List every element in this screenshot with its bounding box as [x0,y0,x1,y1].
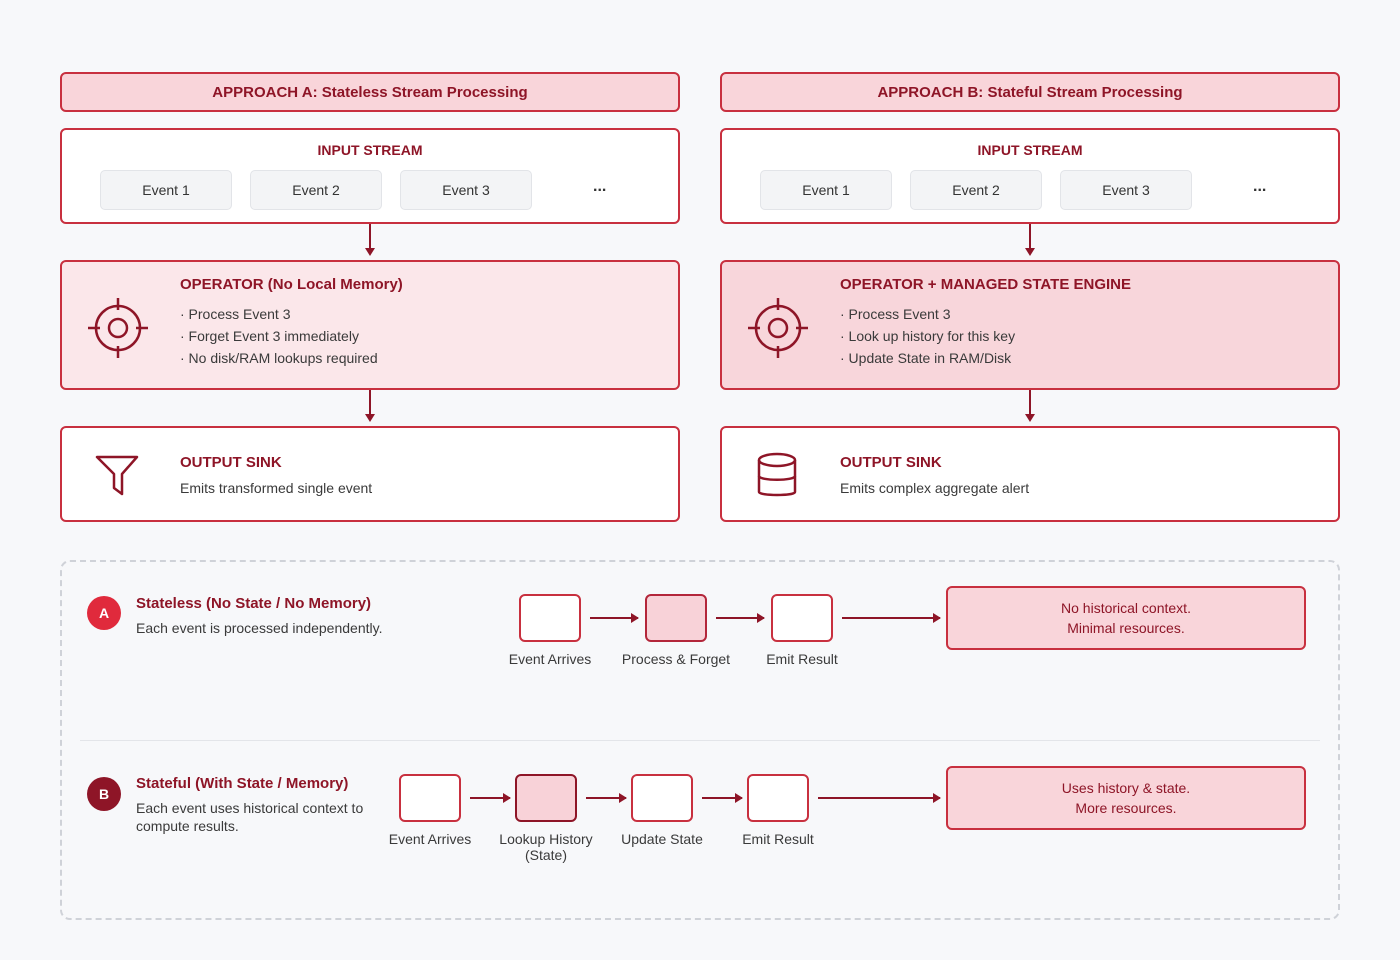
operator-bullet: · Process Event 3 [180,306,291,322]
more-events-ellipsis: ... [1253,178,1267,195]
flow-arrowhead [365,248,375,256]
step-label: Lookup History (State) [499,831,593,863]
step-label: Event Arrives [388,831,472,847]
approach-a-operator: OPERATOR (No Local Memory) · Process Eve… [60,260,680,390]
result-line: Uses history & state. [1061,780,1191,796]
event-chip: Event 3 [400,170,532,210]
event-chip: Event 1 [100,170,232,210]
step-label: Process & Forget [621,651,731,667]
stateless-badge: A [87,596,121,630]
step-update-state [631,774,693,822]
approach-b-input-stream: INPUT STREAM Event 1 Event 2 Event 3 ... [720,128,1340,224]
approach-b-header: APPROACH B: Stateful Stream Processing [720,72,1340,112]
output-desc: Emits transformed single event [180,480,373,496]
approach-a-input-stream: INPUT STREAM Event 1 Event 2 Event 3 ... [60,128,680,224]
stateful-badge: B [87,777,121,811]
event-chip: Event 1 [760,170,892,210]
event-chip: Event 3 [1060,170,1192,210]
step-arrow [470,793,511,803]
approach-a-header: APPROACH A: Stateless Stream Processing [60,72,680,112]
step-lookup-history [515,774,577,822]
more-events-ellipsis: ... [593,178,607,195]
step-emit-result [771,594,833,642]
step-arrow [716,613,765,623]
stateful-title: Stateful (With State / Memory) [136,775,349,792]
stateful-result-box: Uses history & state. More resources. [946,766,1306,830]
operator-bullet: · Look up history for this key [840,328,1016,344]
step-arrow [818,793,941,803]
event-chip: Event 2 [250,170,382,210]
flow-arrowhead [365,414,375,422]
step-event-arrives [519,594,581,642]
flow-connector [369,390,371,416]
stateless-result-box: No historical context. Minimal resources… [946,586,1306,650]
approach-a-output-sink: OUTPUT SINK Emits transformed single eve… [60,426,680,522]
step-label: Emit Result [766,651,838,667]
event-chip: Event 2 [910,170,1042,210]
approach-a-header-label: APPROACH A: Stateless Stream Processing [212,83,528,101]
row-divider [80,740,1320,741]
operator-bullet: · Process Event 3 [840,306,951,322]
crosshair-icon [86,296,150,365]
step-arrow [590,613,639,623]
operator-bullet: · Update State in RAM/Disk [840,350,1012,366]
step-emit-result [747,774,809,822]
approach-b-output-sink: OUTPUT SINK Emits complex aggregate aler… [720,426,1340,522]
approach-b-operator: OPERATOR + MANAGED STATE ENGINE · Proces… [720,260,1340,390]
step-event-arrives [399,774,461,822]
step-label: Event Arrives [508,651,592,667]
output-title: OUTPUT SINK [180,454,282,471]
crosshair-icon [746,296,810,365]
flow-arrowhead [1025,248,1035,256]
step-arrow [842,613,941,623]
step-arrow [702,793,743,803]
output-title: OUTPUT SINK [840,454,942,471]
step-process-forget [645,594,707,642]
operator-title: OPERATOR (No Local Memory) [180,276,403,293]
operator-bullet: · No disk/RAM lookups required [180,350,378,366]
result-line: Minimal resources. [1067,620,1185,636]
stateful-desc: Each event uses historical context to co… [136,800,364,834]
input-stream-title: INPUT STREAM [977,142,1083,158]
operator-title: OPERATOR + MANAGED STATE ENGINE [840,276,1131,293]
step-label: Update State [621,831,703,847]
result-line: More resources. [1075,800,1177,816]
comparison-legend-panel [60,560,1340,920]
flow-connector [1029,224,1031,250]
step-label: Emit Result [742,831,814,847]
approach-b-header-label: APPROACH B: Stateful Stream Processing [877,83,1183,101]
result-line: No historical context. [1061,600,1191,616]
stateless-desc: Each event is processed independently. [136,620,383,636]
output-desc: Emits complex aggregate alert [840,480,1030,496]
flow-connector [1029,390,1031,416]
input-stream-title: INPUT STREAM [317,142,423,158]
operator-bullet: · Forget Event 3 immediately [180,328,359,344]
funnel-icon [94,454,140,503]
database-icon [756,452,798,505]
flow-connector [369,224,371,250]
flow-arrowhead [1025,414,1035,422]
step-arrow [586,793,627,803]
stateless-title: Stateless (No State / No Memory) [136,595,372,612]
